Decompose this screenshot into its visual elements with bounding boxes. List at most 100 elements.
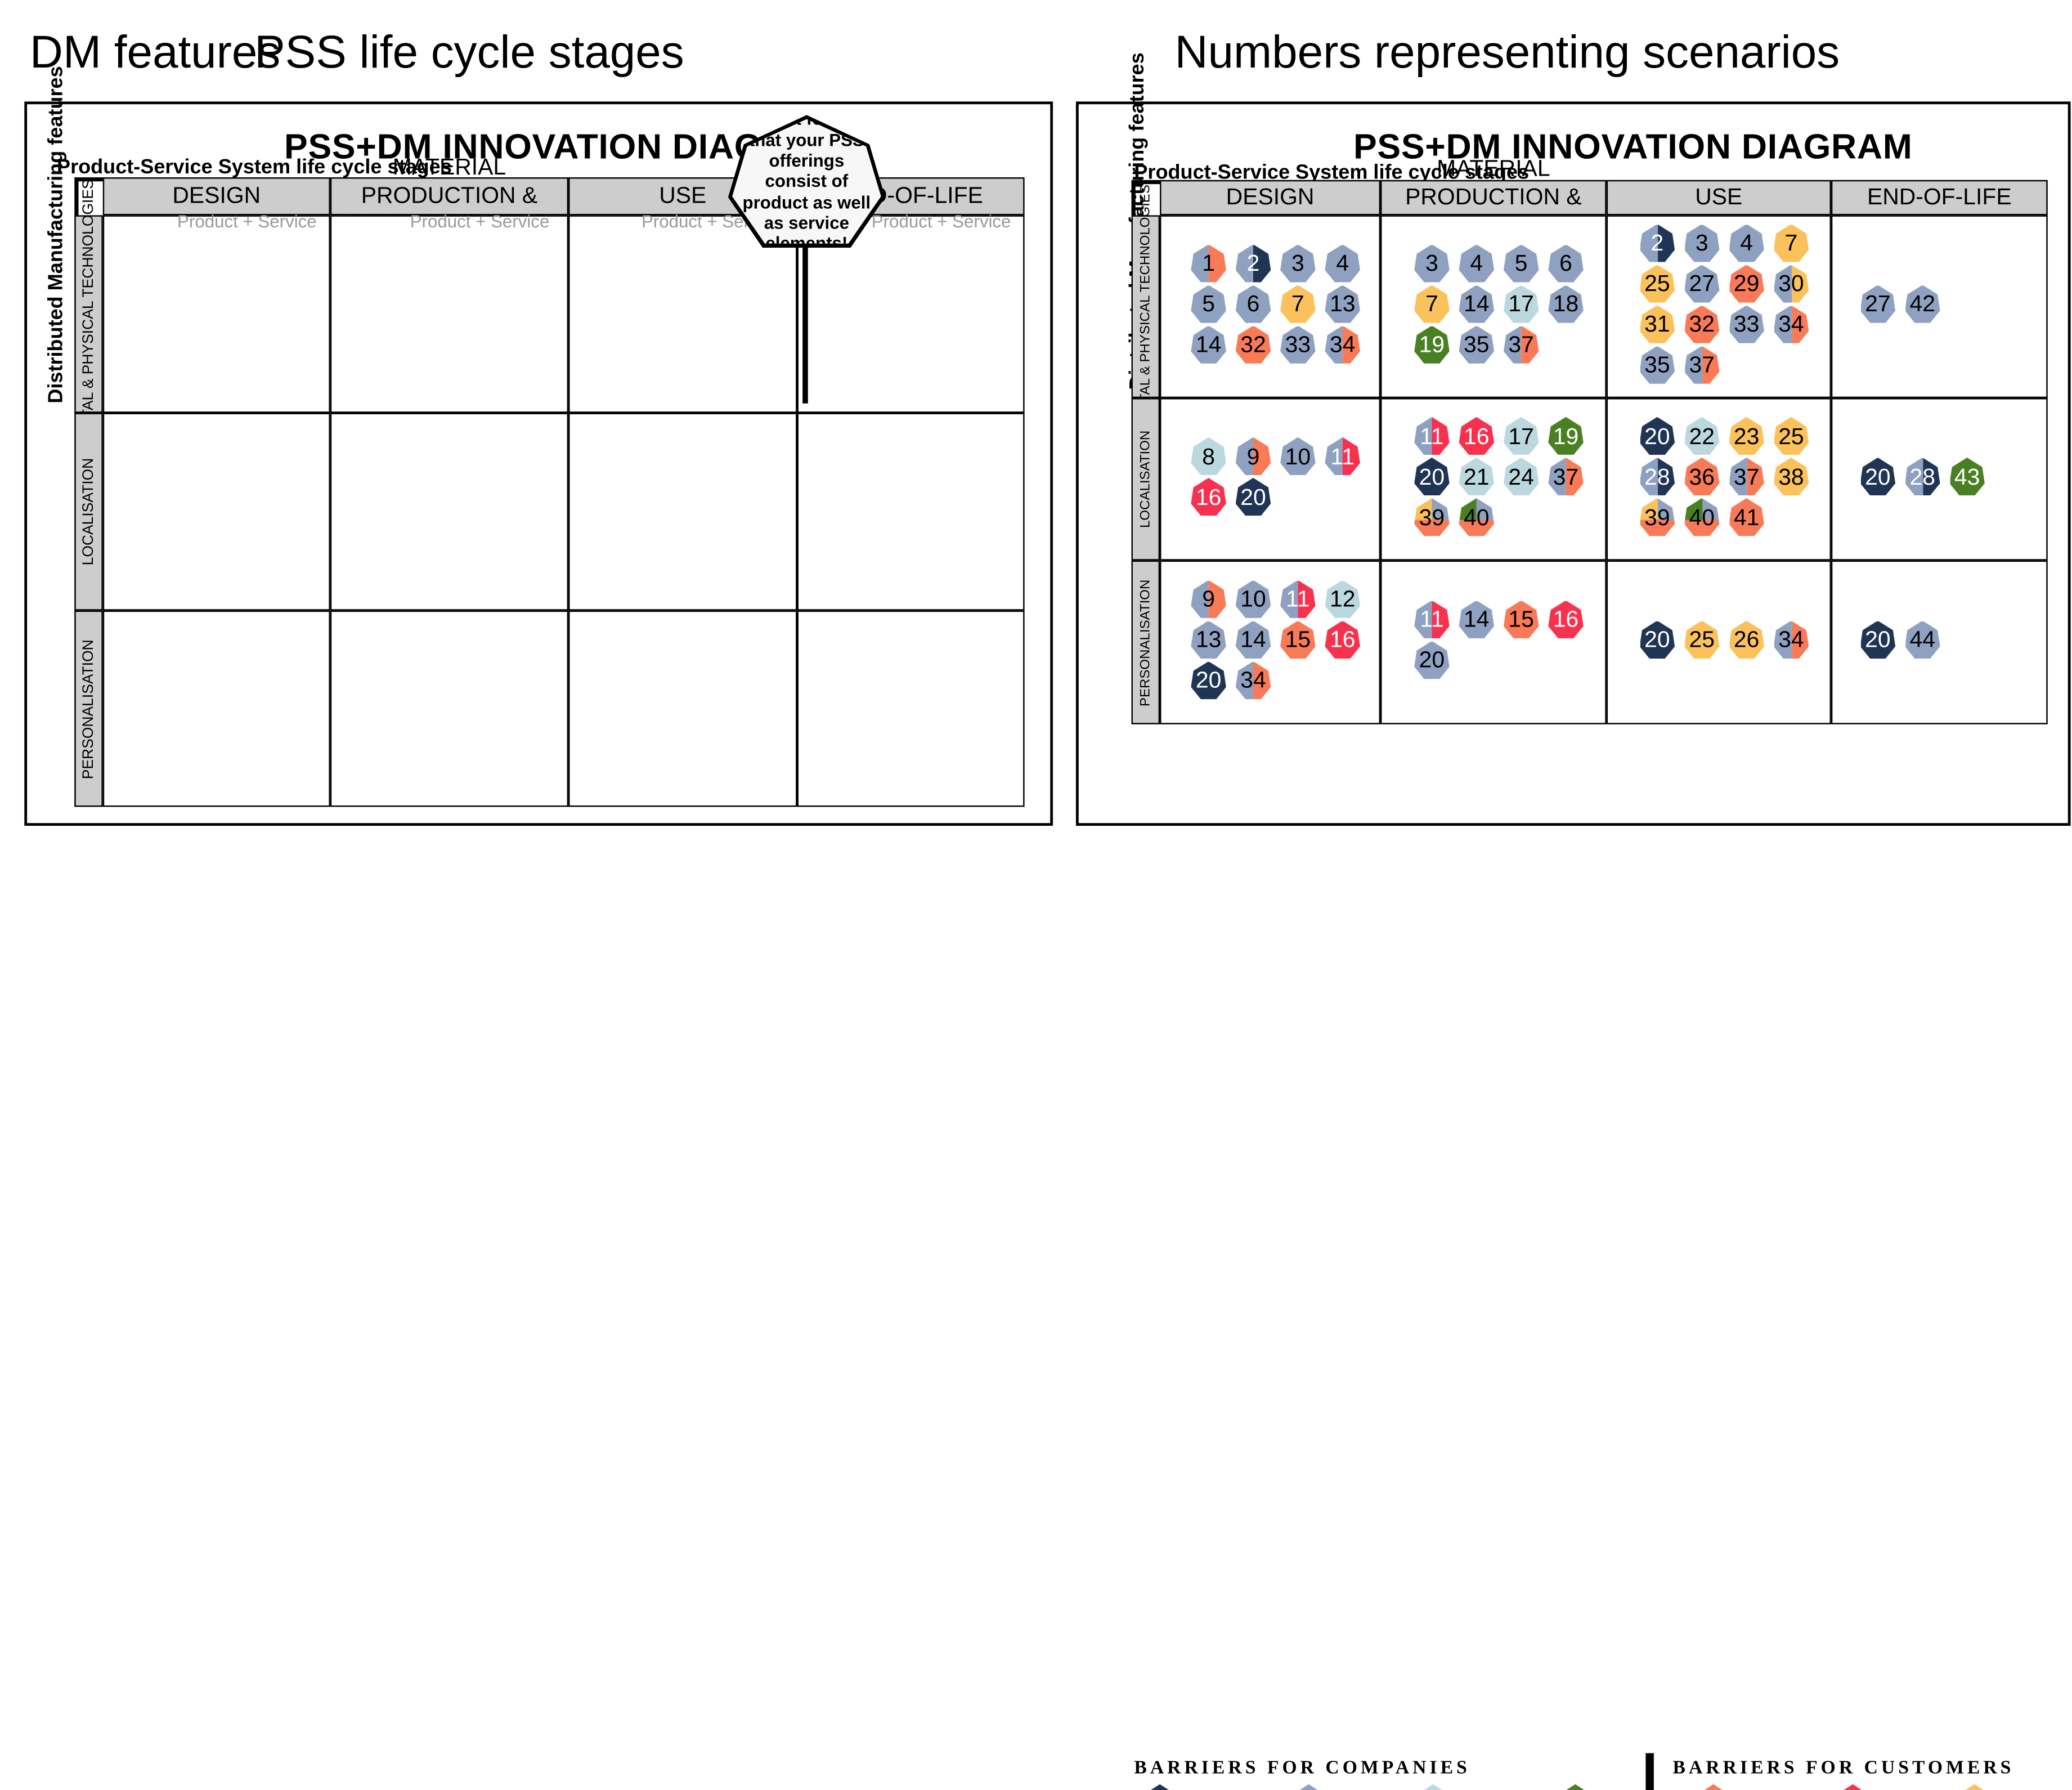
- right-cell-1-0[interactable]: [1160, 398, 1381, 561]
- scenario-hexagon[interactable]: 20: [1639, 417, 1675, 455]
- scenario-hexagon[interactable]: 36: [1684, 457, 1720, 496]
- scenario-hexagon[interactable]: 2: [1235, 244, 1271, 283]
- scenario-hexagon[interactable]: 3: [1414, 244, 1450, 283]
- scenario-hexagon[interactable]: 32: [1684, 305, 1720, 343]
- scenario-hexagon[interactable]: 25: [1639, 265, 1675, 303]
- scenario-hexagon[interactable]: 33: [1729, 305, 1764, 343]
- scenario-hexagon[interactable]: 42: [1904, 285, 1940, 323]
- scenario-hexagon[interactable]: 15: [1280, 620, 1316, 659]
- scenario-hexagon[interactable]: 11: [1414, 600, 1450, 638]
- scenario-hexagon[interactable]: 6: [1235, 285, 1271, 323]
- scenario-hexagon[interactable]: 30: [1773, 265, 1809, 303]
- scenario-hexagon[interactable]: 1: [1191, 244, 1226, 283]
- scenario-hexagon[interactable]: 6: [1548, 244, 1584, 283]
- left-cell-2-2[interactable]: [568, 610, 797, 807]
- scenario-hexagon[interactable]: 34: [1325, 325, 1360, 364]
- scenario-hexagon[interactable]: 27: [1860, 285, 1896, 323]
- scenario-hexagon[interactable]: 16: [1325, 620, 1360, 659]
- scenario-hexagon[interactable]: 37: [1684, 346, 1720, 384]
- scenario-hexagon[interactable]: 37: [1548, 457, 1584, 496]
- scenario-hexagon[interactable]: 11: [1325, 437, 1360, 476]
- scenario-hexagon[interactable]: 40: [1684, 498, 1720, 536]
- scenario-hexagon[interactable]: 20: [1860, 457, 1896, 496]
- scenario-hexagon[interactable]: 25: [1773, 417, 1809, 455]
- scenario-hexagon[interactable]: 41: [1729, 498, 1764, 536]
- scenario-hexagon[interactable]: 26: [1729, 620, 1764, 659]
- scenario-hexagon[interactable]: 2: [1639, 224, 1675, 262]
- scenario-hexagon[interactable]: 33: [1280, 325, 1316, 364]
- scenario-hexagon[interactable]: 37: [1503, 325, 1539, 364]
- scenario-hexagon[interactable]: 20: [1639, 620, 1675, 659]
- scenario-hexagon[interactable]: 23: [1729, 417, 1764, 455]
- scenario-hexagon[interactable]: 21: [1459, 457, 1495, 496]
- scenario-hexagon[interactable]: 43: [1949, 457, 1985, 496]
- scenario-hexagon[interactable]: 27: [1684, 265, 1720, 303]
- scenario-hexagon[interactable]: 28: [1904, 457, 1940, 496]
- scenario-hexagon[interactable]: 4: [1459, 244, 1495, 283]
- scenario-hexagon[interactable]: 9: [1191, 580, 1226, 618]
- left-cell-1-3[interactable]: [797, 413, 1025, 611]
- scenario-hexagon[interactable]: 11: [1280, 580, 1316, 618]
- scenario-hexagon[interactable]: 14: [1459, 600, 1495, 638]
- left-cell-0-0[interactable]: [102, 215, 330, 413]
- left-cell-1-0[interactable]: [102, 413, 330, 611]
- scenario-hexagon[interactable]: 12: [1325, 580, 1360, 618]
- scenario-hexagon[interactable]: 35: [1459, 325, 1495, 364]
- scenario-hexagon[interactable]: 37: [1729, 457, 1764, 496]
- scenario-hexagon[interactable]: 40: [1459, 498, 1495, 536]
- left-cell-0-2[interactable]: [568, 215, 797, 413]
- scenario-hexagon[interactable]: 5: [1503, 244, 1539, 283]
- scenario-hexagon[interactable]: 3: [1280, 244, 1316, 283]
- scenario-hexagon[interactable]: 39: [1639, 498, 1675, 536]
- scenario-hexagon[interactable]: 16: [1191, 477, 1226, 516]
- scenario-hexagon[interactable]: 11: [1414, 417, 1450, 455]
- scenario-hexagon[interactable]: 44: [1904, 620, 1940, 659]
- scenario-hexagon[interactable]: 16: [1459, 417, 1495, 455]
- scenario-hexagon[interactable]: 13: [1191, 620, 1226, 659]
- scenario-hexagon[interactable]: 34: [1773, 620, 1809, 659]
- left-cell-1-2[interactable]: [568, 413, 797, 611]
- scenario-hexagon[interactable]: 7: [1414, 285, 1450, 323]
- scenario-hexagon[interactable]: 34: [1235, 661, 1271, 700]
- scenario-hexagon[interactable]: 22: [1684, 417, 1720, 455]
- scenario-hexagon[interactable]: 4: [1729, 224, 1764, 262]
- scenario-hexagon[interactable]: 20: [1860, 620, 1896, 659]
- scenario-hexagon[interactable]: 19: [1414, 325, 1450, 364]
- scenario-hexagon[interactable]: 35: [1639, 346, 1675, 384]
- scenario-hexagon[interactable]: 39: [1414, 498, 1450, 536]
- scenario-hexagon[interactable]: 10: [1280, 437, 1316, 476]
- left-cell-0-1[interactable]: [330, 215, 569, 413]
- scenario-hexagon[interactable]: 28: [1639, 457, 1675, 496]
- left-cell-2-3[interactable]: [797, 610, 1025, 807]
- scenario-hexagon[interactable]: 17: [1503, 285, 1539, 323]
- scenario-hexagon[interactable]: 20: [1414, 641, 1450, 679]
- scenario-hexagon[interactable]: 15: [1503, 600, 1539, 638]
- scenario-hexagon[interactable]: 34: [1773, 305, 1809, 343]
- scenario-hexagon[interactable]: 19: [1548, 417, 1584, 455]
- scenario-hexagon[interactable]: 14: [1235, 620, 1271, 659]
- scenario-hexagon[interactable]: 24: [1503, 457, 1539, 496]
- scenario-hexagon[interactable]: 25: [1684, 620, 1720, 659]
- scenario-hexagon[interactable]: 7: [1280, 285, 1316, 323]
- scenario-hexagon[interactable]: 3: [1684, 224, 1720, 262]
- scenario-hexagon[interactable]: 32: [1235, 325, 1271, 364]
- left-cell-2-1[interactable]: [330, 610, 569, 807]
- scenario-hexagon[interactable]: 5: [1191, 285, 1226, 323]
- scenario-hexagon[interactable]: 10: [1235, 580, 1271, 618]
- scenario-hexagon[interactable]: 8: [1191, 437, 1226, 476]
- scenario-hexagon[interactable]: 18: [1548, 285, 1584, 323]
- scenario-hexagon[interactable]: 13: [1325, 285, 1360, 323]
- scenario-hexagon[interactable]: 29: [1729, 265, 1764, 303]
- scenario-hexagon[interactable]: 4: [1325, 244, 1360, 283]
- scenario-hexagon[interactable]: 16: [1548, 600, 1584, 638]
- left-cell-2-0[interactable]: [102, 610, 330, 807]
- right-cell-2-1[interactable]: [1380, 560, 1607, 724]
- scenario-hexagon[interactable]: 20: [1191, 661, 1226, 700]
- scenario-hexagon[interactable]: 9: [1235, 437, 1271, 476]
- scenario-hexagon[interactable]: 14: [1191, 325, 1226, 364]
- scenario-hexagon[interactable]: 17: [1503, 417, 1539, 455]
- scenario-hexagon[interactable]: 20: [1414, 457, 1450, 496]
- left-cell-1-1[interactable]: [330, 413, 569, 611]
- scenario-hexagon[interactable]: 31: [1639, 305, 1675, 343]
- scenario-hexagon[interactable]: 14: [1459, 285, 1495, 323]
